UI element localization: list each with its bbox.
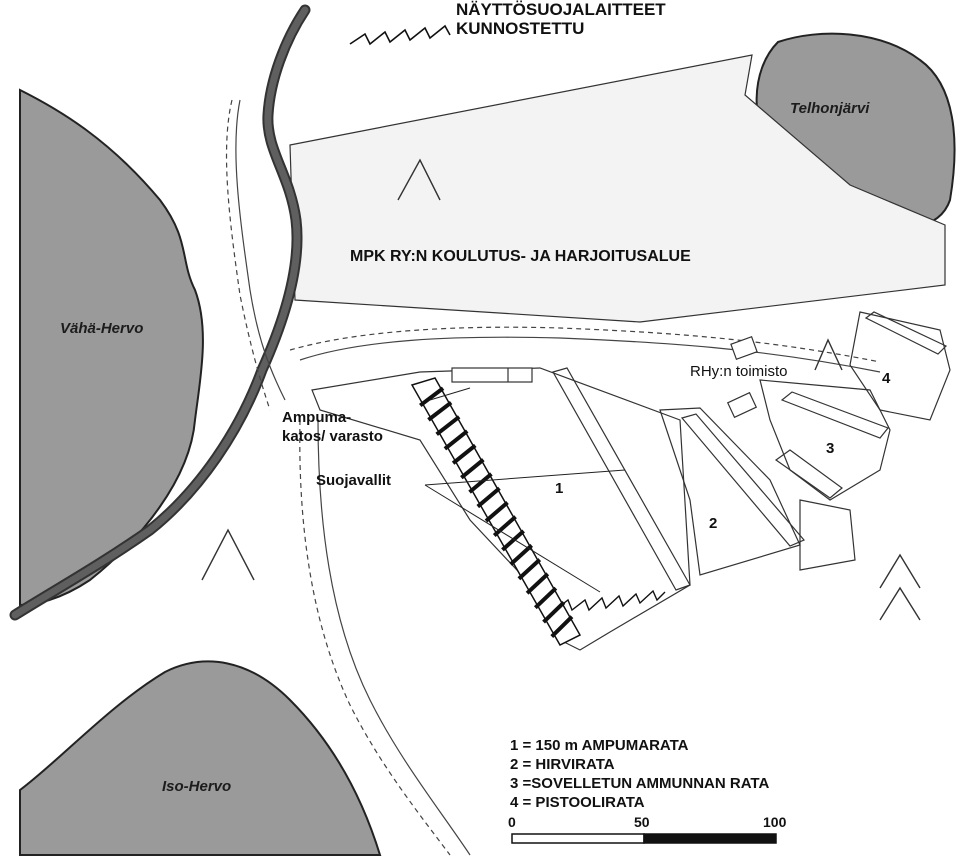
hatch-mark xyxy=(492,515,517,537)
hatch-mark xyxy=(419,386,445,408)
range-1-lane xyxy=(552,367,691,591)
hatch-mark xyxy=(468,472,493,494)
lake-label-vaha-hervo: Vähä-Hervo xyxy=(60,320,144,337)
road-to-ranges-dashed xyxy=(289,326,881,363)
hatch-mark xyxy=(443,429,469,451)
range-3-lane xyxy=(780,391,889,439)
lake-iso-hervo xyxy=(19,660,382,856)
embankment-label: Suojavallit xyxy=(316,472,392,489)
lake-vaha-hervo xyxy=(19,88,204,607)
range-4-outline xyxy=(849,311,951,421)
hatch-mark xyxy=(517,558,542,581)
hatch-mark xyxy=(501,529,525,552)
range-number-4: 4 xyxy=(882,370,891,387)
forest-symbol xyxy=(201,528,255,581)
embankment-zigzag-south xyxy=(554,589,666,612)
shelter-label-line-2: katos/ varasto xyxy=(282,428,383,445)
lake-label-telhonjarvi: Telhonjärvi xyxy=(790,100,870,117)
road-to-ranges xyxy=(299,336,881,373)
forest-symbol xyxy=(814,338,843,371)
legend-item-3: 3 =SOVELLETUN AMMUNNAN RATA xyxy=(510,775,770,792)
forest-symbol xyxy=(397,158,441,201)
notice-title: NÄYTTÖSUOJALAITTEET KUNNOSTETTU xyxy=(456,0,666,38)
range-number-2: 2 xyxy=(709,515,718,532)
training-area xyxy=(289,54,946,323)
hatch-mark xyxy=(525,572,550,595)
road-south xyxy=(317,419,471,856)
range-3-outline xyxy=(759,379,891,501)
range-number-3: 3 xyxy=(826,440,835,457)
hatch-mark xyxy=(435,415,461,436)
forest-symbol xyxy=(879,553,921,589)
office-label: RHy:n toimisto xyxy=(690,363,788,380)
leader-embankment-2 xyxy=(424,484,601,593)
lake-label-iso-hervo: Iso-Hervo xyxy=(162,778,232,795)
scale-bar-light xyxy=(511,833,645,844)
range-3b-lane xyxy=(774,449,843,499)
notice-line-1: NÄYTTÖSUOJALAITTEET xyxy=(456,0,666,19)
road-south-dashed xyxy=(299,419,451,856)
hatch-mark xyxy=(550,615,574,638)
main-road-fill xyxy=(11,6,309,619)
range-right-outline xyxy=(799,499,856,571)
hatch-mark xyxy=(533,586,558,610)
small-building xyxy=(726,391,758,419)
forest-symbol xyxy=(879,586,921,621)
legend-item-1: 1 = 150 m AMPUMARATA xyxy=(510,737,689,754)
road-left-dashed xyxy=(225,99,271,411)
hatch-mark xyxy=(476,486,501,509)
hatch-mark xyxy=(460,458,485,480)
scale-tick-100: 100 xyxy=(763,814,787,830)
hatch-mark xyxy=(484,500,509,523)
embankment-hatches xyxy=(419,386,574,638)
range-number-1: 1 xyxy=(555,480,564,497)
range-4-lane xyxy=(864,311,948,355)
leader-embankment-1 xyxy=(424,469,626,486)
hatch-mark xyxy=(427,400,453,422)
hatch-mark xyxy=(451,443,477,465)
legend-item-4: 4 = PISTOOLIRATA xyxy=(510,794,645,811)
scale-tick-0: 0 xyxy=(508,814,516,830)
notice-line-2: KUNNOSTETTU xyxy=(456,19,585,38)
legend-item-2: 2 = HIRVIRATA xyxy=(510,756,615,773)
shelter-label-line-1: Ampuma- xyxy=(282,409,352,426)
leader-shelter xyxy=(429,387,471,401)
shelter-label: Ampuma- katos/ varasto xyxy=(282,408,383,446)
shelter-building xyxy=(451,367,533,383)
range-area-outline xyxy=(311,367,691,651)
scale-tick-50: 50 xyxy=(634,814,650,830)
office-building xyxy=(730,335,758,361)
road-left xyxy=(235,99,286,401)
range-2-lane xyxy=(680,413,805,547)
notice-zigzag xyxy=(349,24,451,46)
training-area-label: MPK RY:N KOULUTUS- JA HARJOITUSALUE xyxy=(350,248,691,265)
scale-bar-dark xyxy=(643,833,777,844)
legend: 1 = 150 m AMPUMARATA 2 = HIRVIRATA 3 =SO… xyxy=(510,736,769,812)
